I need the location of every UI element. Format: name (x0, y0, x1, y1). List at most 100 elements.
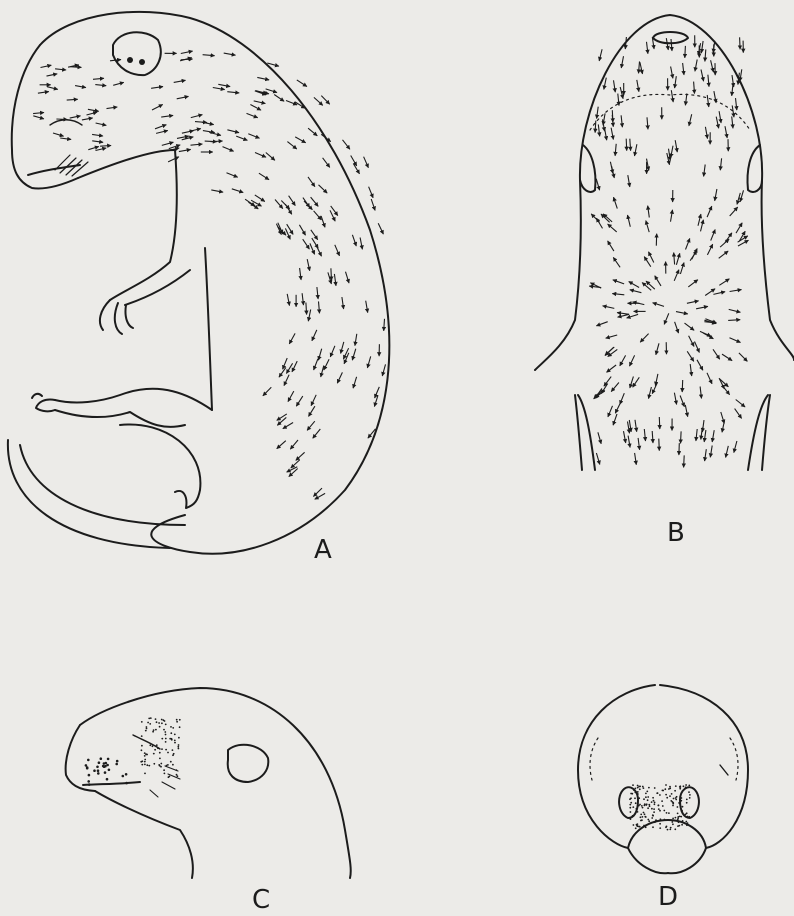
hair-arrow (701, 220, 704, 232)
hair-arrow (685, 46, 686, 58)
stipple-dot (179, 726, 181, 728)
forepaw-claws (100, 300, 133, 334)
hair-arrow (732, 116, 733, 128)
hair-arrow (720, 158, 721, 170)
stipple-dot (153, 729, 155, 731)
hair-arrow (638, 438, 640, 450)
eye-line-dotted (590, 94, 750, 130)
stipple-dot (678, 802, 680, 804)
stipple-dot (630, 802, 632, 804)
stipple-dot (106, 778, 109, 781)
stipple-dot (156, 721, 158, 723)
stipple-dot (141, 764, 143, 766)
stipple-dot (670, 800, 672, 802)
hair-arrow (100, 146, 111, 147)
stipple-dot (681, 797, 683, 799)
hair-arrow (337, 372, 342, 383)
stipple-dot (666, 797, 668, 799)
hair-arrow (695, 60, 697, 72)
panel-d-head-frontal (578, 685, 748, 873)
hair-arrow (700, 387, 701, 399)
stipple-dot (642, 807, 644, 809)
stipple-dot (667, 829, 669, 831)
hair-arrow (181, 51, 193, 53)
stipple-dot (169, 776, 171, 778)
hair-arrow (56, 119, 67, 120)
stipple-dot (172, 749, 174, 751)
stipple-dot (672, 823, 674, 825)
hair-arrow (203, 131, 215, 133)
stipple-dot (666, 826, 668, 828)
hair-arrow (297, 80, 307, 87)
stipple-dot (158, 722, 160, 724)
hair-arrow (628, 436, 630, 448)
stipple-dot (88, 783, 91, 786)
stipple-dot (685, 786, 687, 788)
hair-arrow (323, 158, 330, 168)
right-ear (748, 145, 763, 192)
stipple-dot (638, 826, 640, 828)
panel-b-dorsal-view (535, 15, 794, 470)
hair-arrow (224, 53, 236, 55)
hair-arrow (307, 421, 315, 430)
stipple-dot (644, 816, 646, 818)
stipple-dot (677, 819, 679, 821)
hair-arrow (292, 361, 297, 372)
hair-arrow (707, 95, 709, 107)
hindpaw-toes (32, 394, 55, 411)
hair-arrow (191, 115, 203, 118)
hair-arrow (615, 403, 620, 414)
hair-arrow (369, 187, 374, 198)
hair-arrow (607, 365, 617, 372)
stipple-dot (659, 823, 661, 825)
stipple-dot (125, 782, 128, 785)
stipple-dot (165, 738, 167, 740)
stipple-dot (673, 798, 675, 800)
stipple-dot (165, 724, 167, 726)
hair-arrow (674, 393, 676, 405)
stipple-dot (647, 807, 649, 809)
stipple-dot (159, 758, 161, 760)
stipple-dot (161, 719, 163, 721)
stipple-dot (141, 749, 143, 751)
hair-arrow (613, 257, 620, 267)
hair-arrow (227, 130, 239, 133)
hair-arrow (687, 351, 694, 361)
stipple-dot (648, 787, 650, 789)
stipple-dot (645, 826, 647, 828)
hair-arrow (266, 89, 277, 93)
hair-arrow (295, 137, 306, 143)
hair-arrow (674, 253, 675, 265)
stipple-dot (176, 719, 178, 721)
stipple-dot (144, 759, 146, 761)
hair-arrow (719, 251, 729, 258)
hair-arrow (227, 92, 239, 93)
hair-arrow (162, 142, 174, 145)
hair-arrow (598, 124, 599, 136)
hair-arrow (711, 60, 714, 72)
hair-arrow (382, 364, 385, 376)
stipple-dot (647, 796, 649, 798)
panel-a-fetus-lateral (8, 12, 389, 554)
hair-arrow (722, 354, 732, 361)
stipple-dot (675, 785, 677, 787)
stipple-dot (172, 727, 174, 729)
stipple-dot (116, 760, 119, 763)
genital-bulge (120, 424, 200, 508)
hair-arrow (310, 243, 315, 254)
stipple-dot (643, 825, 645, 827)
stipple-dot (653, 800, 655, 802)
panel-label-b: B (667, 520, 685, 546)
hair-arrow (671, 146, 673, 158)
stipple-dot (659, 794, 661, 796)
hair-arrow (740, 37, 741, 49)
stipple-dot (630, 793, 632, 795)
hair-arrow (182, 131, 194, 134)
hair-arrow (352, 235, 356, 246)
hair-arrow (644, 257, 651, 267)
hair-arrow (161, 115, 173, 117)
stipple-dot (637, 785, 639, 787)
hair-arrow (730, 290, 742, 292)
stipple-dot (144, 755, 146, 757)
hair-arrow (304, 201, 312, 210)
